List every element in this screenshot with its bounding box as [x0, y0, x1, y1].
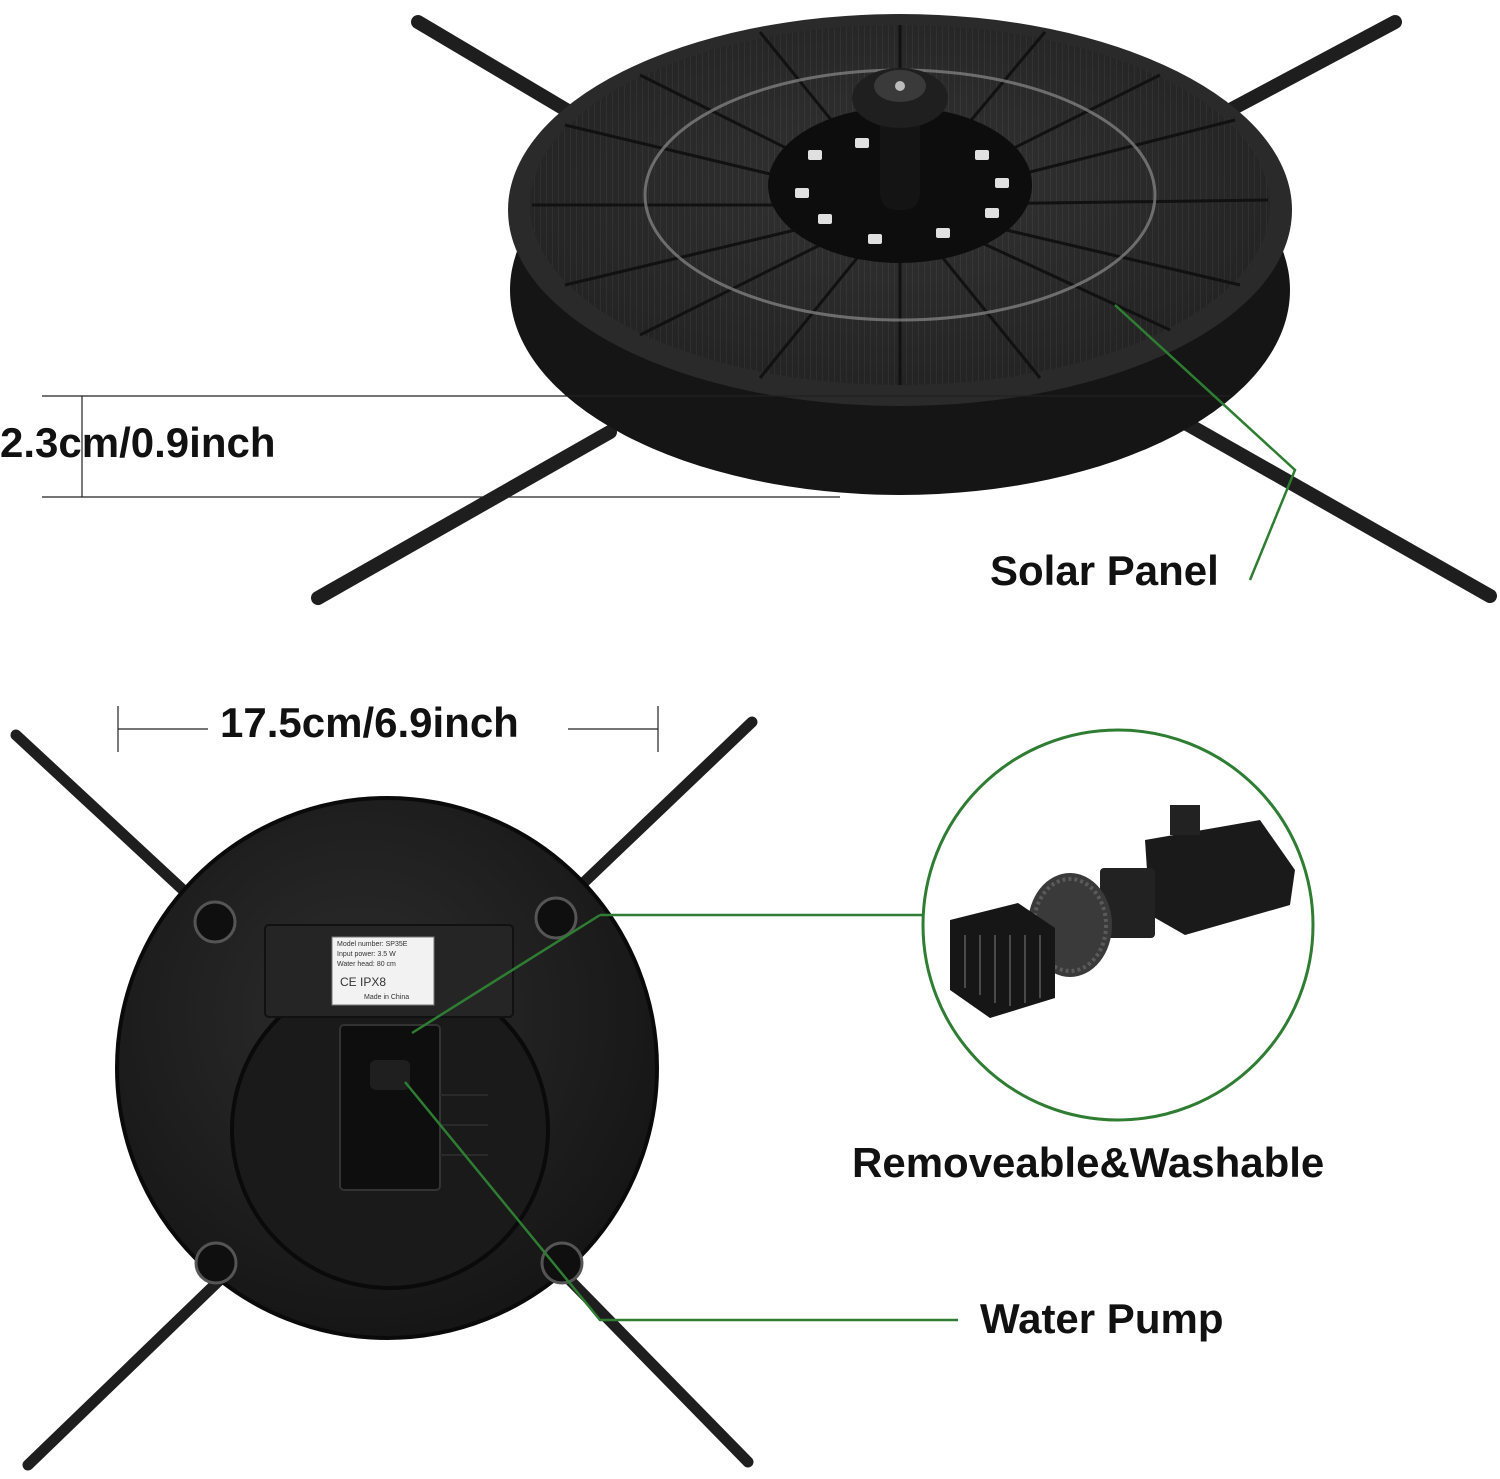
removable-washable-label: Removeable&Washable: [852, 1139, 1325, 1186]
led-lights: [795, 138, 1009, 244]
removable-callout-line: [411, 913, 601, 1035]
spec-input: Input power: 3.5 W: [337, 951, 396, 958]
spec-label: [331, 936, 435, 1006]
spec-head: Water head: 80 cm: [337, 961, 396, 968]
stakes-bottom: [10, 716, 758, 1471]
water-pump-label: Water Pump: [980, 1295, 1224, 1342]
water-pump-callout-line: [404, 1081, 958, 1322]
spec-model: Model number: SP35E: [337, 941, 408, 948]
stake-mounts: [193, 896, 584, 1285]
spec-origin: Made in China: [364, 994, 409, 1001]
solar-panel-callout-line: [1114, 304, 1297, 581]
pump-connector: [1100, 868, 1155, 938]
solar-panel-label: Solar Panel: [990, 547, 1219, 594]
width-dimension: [117, 706, 659, 752]
fountain-top-view: [311, 14, 1497, 605]
height-dimension: [42, 395, 1230, 498]
height-dimension-label: 2.3cm/0.9inch: [0, 419, 276, 466]
water-pump-unit: [339, 1024, 441, 1191]
fountain-bottom-view: [10, 716, 758, 1471]
filter-cage: [950, 903, 1055, 1018]
pump-body: [1145, 820, 1295, 935]
width-dimension-label: 17.5cm/6.9inch: [220, 699, 519, 746]
filter-detail-inset: [921, 728, 1315, 1122]
spec-marks: CE IPX8: [340, 975, 386, 989]
